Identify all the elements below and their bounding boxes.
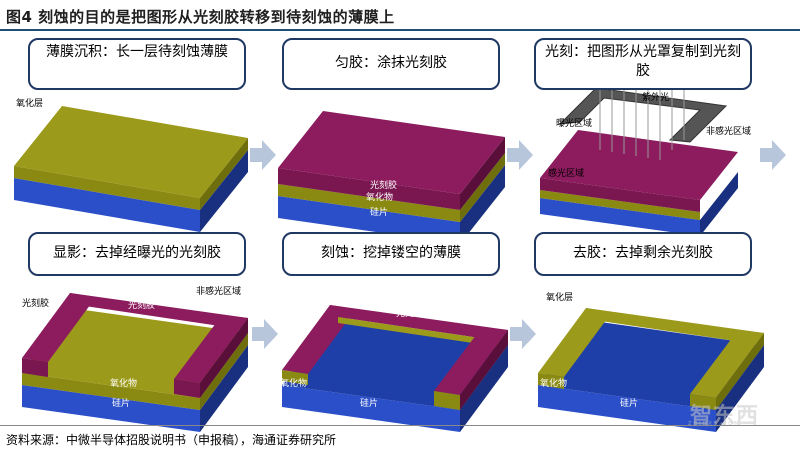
p5-ring-left-oxide <box>282 370 308 385</box>
step-3-caption: 光刻：把图形从光罩复制到光刻胶 <box>534 38 752 90</box>
p1-silicon-front <box>14 178 200 232</box>
watermark-sub: ZHIDXS.COM <box>688 421 741 427</box>
p2-silicon-label: 硅片 <box>370 208 389 218</box>
p2-resist-side <box>460 137 505 210</box>
panel-3-stack <box>540 86 738 236</box>
p5-ring-back <box>330 305 508 341</box>
p2-silicon-side <box>460 165 505 244</box>
p6-oxide-label: 氧化物 <box>540 379 568 389</box>
p4-resist-side-label: 光刻胶 <box>22 299 50 309</box>
p5-ring-right-front <box>434 391 460 410</box>
p4-resist-left-front <box>22 358 48 377</box>
p3-oxide-front <box>540 190 700 220</box>
p4-silicon-label: 硅片 <box>112 399 131 409</box>
p4-resist-left <box>22 293 96 362</box>
arrow-4 <box>252 319 278 349</box>
p6-ring-left <box>538 308 612 377</box>
p5-resist-label: 光刻胶 <box>396 309 424 319</box>
p6-ring-back <box>586 308 764 344</box>
p5-ring-right <box>434 327 508 395</box>
step-5-caption: 刻蚀：挖掉镂空的薄膜 <box>282 232 500 276</box>
p6-silicon-label: 硅片 <box>620 399 639 409</box>
p4-silicon-front <box>22 385 200 432</box>
p4-resist-right-side <box>200 318 248 398</box>
p3-silicon-front <box>540 198 700 236</box>
panel-1-stack <box>14 106 248 232</box>
footer-rule <box>0 425 800 426</box>
p2-oxide-side <box>460 153 505 222</box>
step-4-caption: 显影：去掉经曝光的光刻胶 <box>28 232 246 276</box>
p1-silicon-side <box>200 150 248 232</box>
p3-uv-lines <box>599 86 685 160</box>
p4-oxide-side <box>200 333 248 410</box>
p2-resist-label: 光刻胶 <box>370 181 398 191</box>
arrow-5 <box>510 319 536 349</box>
p3-exposed-label: 曝光区域 <box>556 119 593 129</box>
p4-oxide-front <box>22 373 200 410</box>
panel-4-stack <box>22 293 248 432</box>
p3-unexposed-label: 非感光区域 <box>706 127 752 137</box>
p5-ring-left <box>282 305 356 374</box>
p4-resist-right <box>174 315 248 383</box>
p6-ring-left-front <box>538 373 564 389</box>
p3-resist-top <box>540 130 738 200</box>
p1-oxide-label: 氧化层 <box>16 99 44 109</box>
p6-ring-right-side <box>716 333 764 410</box>
p3-sensitive-label: 感光区域 <box>548 169 585 179</box>
p4-resist-right-front <box>174 379 200 398</box>
p2-oxide-front <box>278 184 460 222</box>
p4-silicon-side <box>200 345 248 432</box>
p6-silicon-side <box>716 345 764 432</box>
figure-title: 图4 刻蚀的目的是把图形从光刻胶转移到待刻蚀的薄膜上 <box>6 8 395 26</box>
watermark: 智东西 <box>690 404 760 429</box>
p3-resist-front <box>540 178 700 212</box>
p6-oxide-side-label: 氧化层 <box>546 293 574 303</box>
p3-silicon-side <box>700 172 738 236</box>
panel-5-stack <box>282 305 508 432</box>
title-rule <box>0 29 800 31</box>
p5-silicon-front <box>282 385 460 432</box>
p1-oxide-front <box>14 166 200 210</box>
step-2-caption: 匀胶：涂抹光刻胶 <box>282 38 500 90</box>
step-1-caption: 薄膜沉积：长一层待刻蚀薄膜 <box>28 38 246 90</box>
p1-oxide-top <box>14 106 248 198</box>
p4-resist-back <box>70 293 248 329</box>
p5-silicon-label: 硅片 <box>360 399 379 409</box>
p6-ring-right-front <box>690 394 716 410</box>
p4-resist-top-label: 光刻胶 <box>128 301 156 311</box>
p6-ring-right <box>690 330 764 398</box>
p4-oxide-label: 氧化物 <box>110 379 138 389</box>
arrow-1 <box>250 140 276 170</box>
p6-silicon-front <box>538 385 716 432</box>
source-note: 资料来源：中微半导体招股说明书（申报稿），海通证券研究所 <box>6 433 337 447</box>
panel-2-stack <box>278 111 505 244</box>
p4-unexposed-label: 非感光区域 <box>196 287 242 297</box>
p2-resist-top <box>278 111 505 194</box>
step-6-caption: 去胶：去掉剩余光刻胶 <box>534 232 752 276</box>
p1-oxide-side <box>200 138 248 210</box>
arrow-3 <box>760 140 786 170</box>
arrow-2 <box>507 140 533 170</box>
p5-silicon-side <box>460 345 508 432</box>
p2-resist-front <box>278 168 460 210</box>
p5-ring-back-oxide <box>338 317 500 347</box>
p3-uv-label: 紫外光 <box>642 93 670 103</box>
p5-oxide-label: 氧化物 <box>280 379 308 389</box>
p5-ring-right-side <box>460 330 508 410</box>
p2-oxide-label: 氧化物 <box>366 193 394 203</box>
panel-6-stack <box>538 308 764 432</box>
